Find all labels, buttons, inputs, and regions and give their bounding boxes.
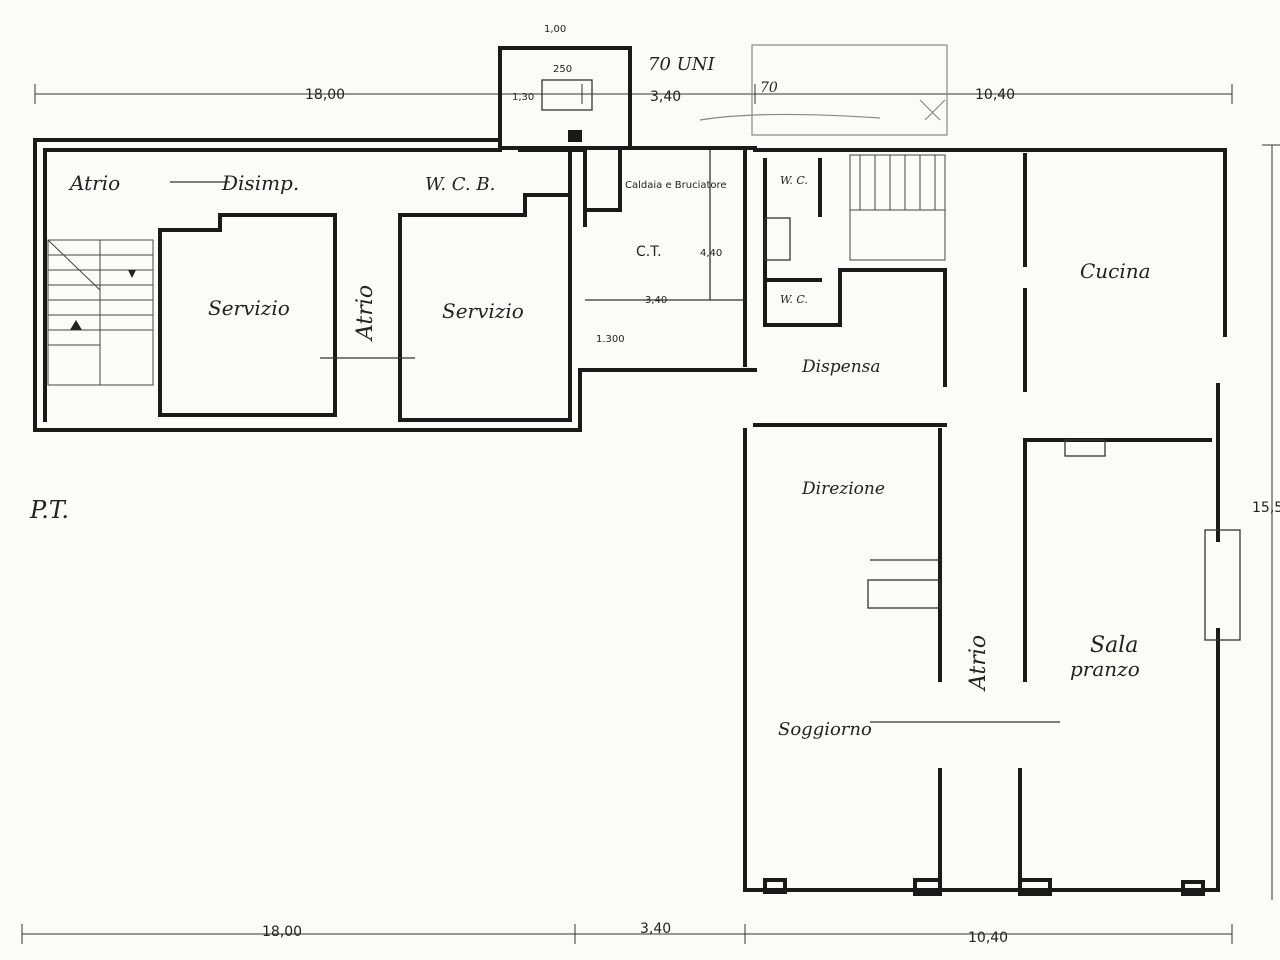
label-atrio-right: Atrio <box>966 635 991 692</box>
dim-right-side: 15,5 <box>1252 500 1280 516</box>
bottom-dimension-line: 18,00 3,40 10,40 <box>21 921 1233 946</box>
label-dispensa: Dispensa <box>801 357 881 377</box>
left-staircase <box>47 239 154 386</box>
label-direzione: Direzione <box>801 479 885 499</box>
label-atrio-left: Atrio <box>68 171 120 195</box>
label-ct: C.T. <box>636 244 662 260</box>
dim-bottom-mid: 3,40 <box>640 921 671 937</box>
chimney-box: 250 1,30 1,00 <box>498 24 632 150</box>
dim-ct-width: 3,40 <box>645 295 667 306</box>
dim-box-top: 1,00 <box>544 24 566 35</box>
label-sala: Sala <box>1090 633 1138 658</box>
label-soggiorno: Soggiorno <box>778 719 872 740</box>
right-wing-walls <box>743 148 1241 896</box>
left-wing-walls <box>33 138 757 432</box>
label-servizio-right: Servizio <box>442 299 524 323</box>
pencil-note-b: 70 <box>760 80 778 96</box>
label-wc-bottom: W. C. <box>780 293 808 306</box>
dim-top-right: 10,40 <box>975 87 1015 103</box>
dim-box-depth: 1,30 <box>512 92 534 103</box>
label-pranzo: pranzo <box>1070 657 1140 681</box>
right-staircase <box>849 154 946 261</box>
top-dimension-line: 18,00 3,40 10,40 <box>34 84 1233 105</box>
label-disimpegno: Disimp. <box>221 171 299 195</box>
dim-bottom-right: 10,40 <box>968 930 1008 946</box>
plan-label: P.T. <box>29 496 69 524</box>
right-dimension-line: 15,5 <box>1252 144 1280 900</box>
dim-level: 1.300 <box>596 334 625 345</box>
pencil-note-a: 70 UNI <box>648 54 716 75</box>
label-wc-top: W. C. <box>780 174 808 187</box>
label-servizio-left: Servizio <box>208 296 290 320</box>
dim-ct-height: 4,40 <box>700 248 722 259</box>
dim-top-mid: 3,40 <box>650 89 681 105</box>
dim-bottom-left: 18,00 <box>262 924 302 940</box>
dim-box-width: 250 <box>553 64 572 75</box>
room-labels: Atrio Disimp. W. C. B. Servizio Atrio Se… <box>29 171 1151 740</box>
label-cucina: Cucina <box>1080 259 1151 283</box>
label-wcb: W. C. B. <box>425 174 495 195</box>
label-caldaia: Caldaia e Bruciatore <box>625 180 727 191</box>
pencil-notes: 70 UNI 70 <box>648 44 948 136</box>
label-atrio-vertical: Atrio <box>353 285 378 342</box>
dim-top-left: 18,00 <box>305 87 345 103</box>
